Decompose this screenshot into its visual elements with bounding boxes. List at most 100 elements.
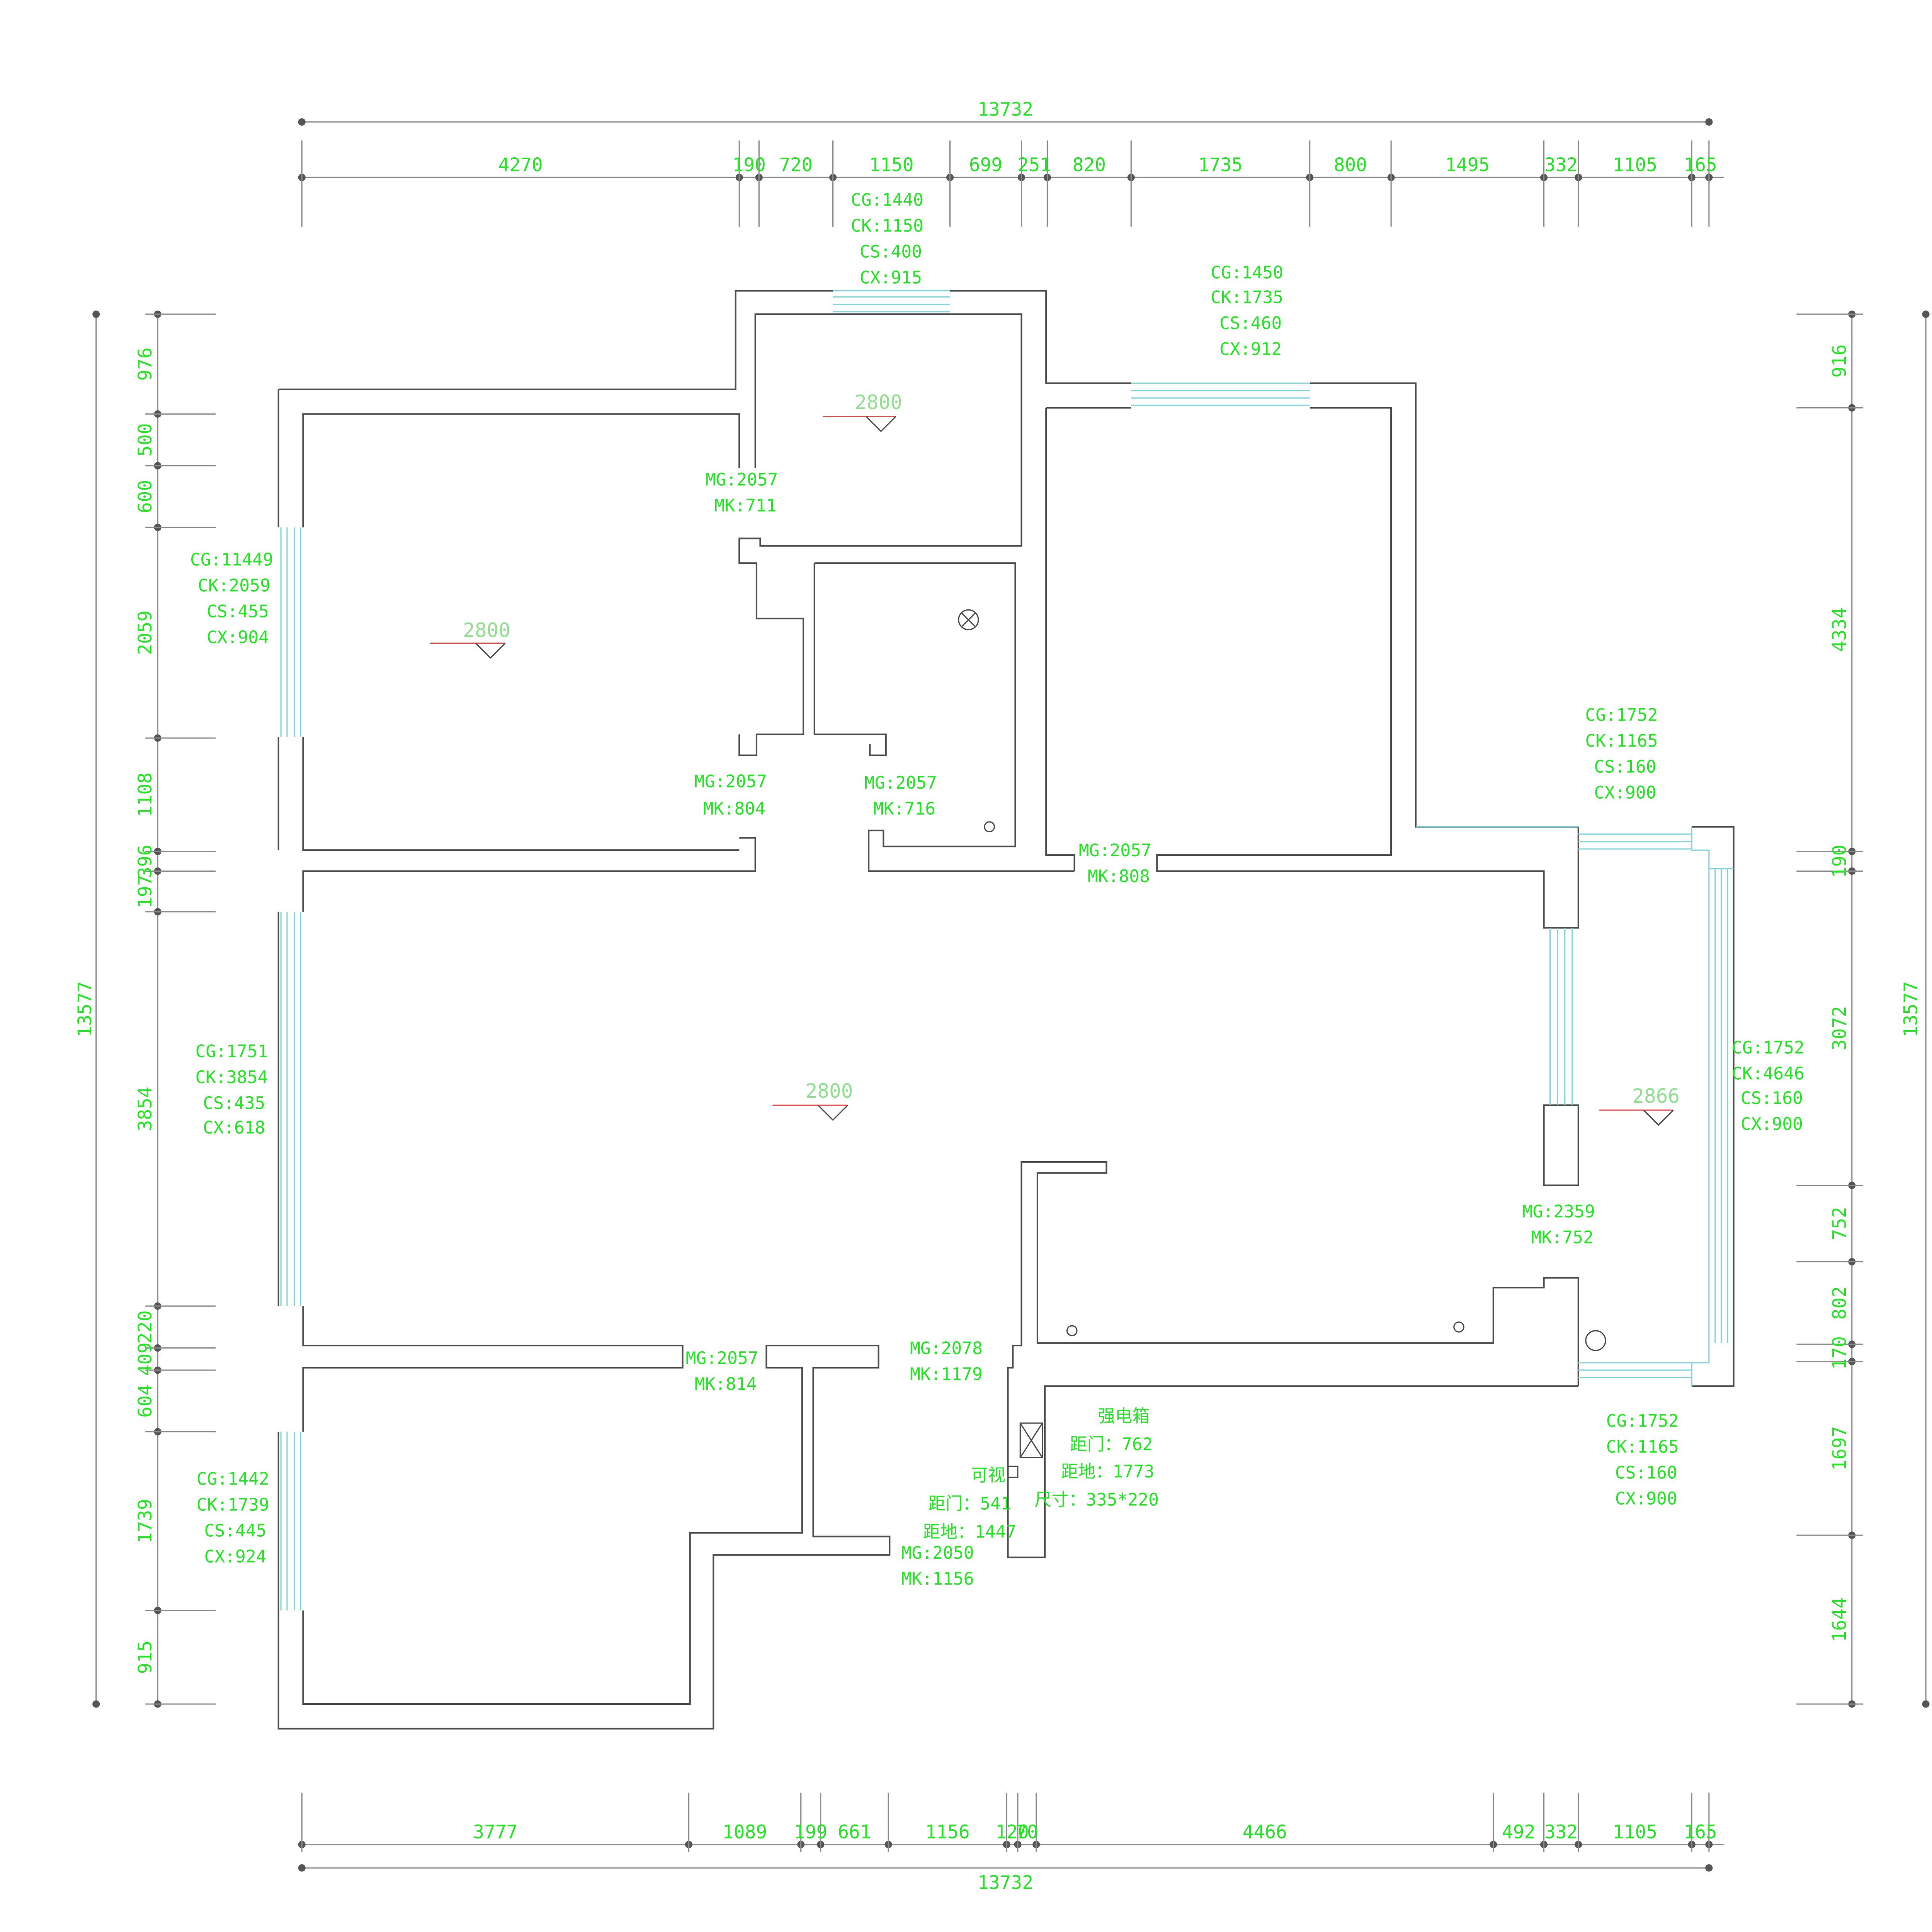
dimension-top-segments-text: 820 (1073, 155, 1106, 176)
ceiling-height-label: 2800 (463, 619, 510, 642)
dimension-right-segments-text: 190 (1829, 845, 1850, 878)
window-label-top-2-cx: CX:912 (1219, 339, 1282, 359)
window-label-balcony-top-cg: CG:1752 (1585, 705, 1658, 725)
window-balcony-top (1415, 826, 1710, 1386)
dimension-top-segments-text: 800 (1334, 155, 1367, 176)
window-top-2 (1131, 383, 1310, 406)
window-label-top-1-cg: CG:1440 (851, 190, 923, 210)
door-label-bathroom-mk: MK:716 (873, 799, 935, 819)
ceiling-markers: 2800 2800 2800 2866 (430, 391, 1680, 1126)
floor-drain-icon (984, 821, 995, 833)
dimension-left-segments-text: 976 (135, 347, 156, 381)
dimension-bottom-total-text: 13732 (978, 1872, 1033, 1893)
bedroom-3-wall (1045, 407, 1579, 929)
window-label-top-1-ck: CK:1150 (851, 216, 923, 236)
dimension-right-total-text: 13577 (1901, 981, 1922, 1037)
door-label-entry-mg: MG:2050 (901, 1543, 974, 1563)
dimension-top-segments-text: 720 (779, 155, 813, 176)
door-label-bathroom-mg: MG:2057 (864, 773, 937, 793)
distribution-box-cross (1019, 1423, 1043, 1458)
dimension-tick (1922, 1700, 1930, 1708)
dimension-bottom-segments-text: 661 (838, 1822, 871, 1843)
bathroom-wall (813, 562, 1075, 872)
window-label-balcony-right-cs: CS:160 (1741, 1088, 1803, 1108)
intercom-title: 可视 (971, 1465, 1005, 1485)
dimension-tick (92, 1700, 100, 1708)
dimension-bottom-segments-text: 492 (1502, 1822, 1535, 1843)
dimension-top-segments-text: 1735 (1198, 155, 1243, 176)
dimension-left-segments-text: 500 (135, 423, 156, 456)
dimension-bottom-segments-text: 70 (1016, 1822, 1038, 1843)
floor-drain-icon (1453, 1321, 1464, 1333)
dimension-left-segments-text: 2059 (135, 611, 156, 655)
dimension-top-segments-text: 251 (1018, 155, 1051, 176)
window-balcony-right (1709, 868, 1734, 1343)
dimension-left-segments-text: 409 (135, 1342, 156, 1376)
dimension-bottom-segments-text: 4466 (1243, 1822, 1287, 1843)
dimension-top-segments-text: 1495 (1445, 155, 1490, 176)
window-label-balcony-top-cs: CS:160 (1594, 757, 1656, 777)
window-label-balcony-top-cx: CX:900 (1594, 782, 1656, 803)
window-label-top-2-cs: CS:460 (1219, 313, 1282, 333)
dimension-left-segments-text: 600 (135, 480, 156, 513)
dimension-tick (298, 118, 306, 126)
dimension-bottom-segments-text: 3777 (473, 1822, 517, 1843)
pipe-icon (1585, 1330, 1606, 1351)
dimension-left-segments-text: 3854 (135, 1087, 156, 1131)
window-label-left-3-cs: CS:445 (204, 1520, 266, 1541)
window-label-left-2-ck: CK:3854 (195, 1067, 268, 1087)
window-label-balcony-bottom-cg: CG:1752 (1606, 1411, 1679, 1431)
floor-drain-icon (1066, 1325, 1078, 1337)
window-label-balcony-bottom-cs: CS:160 (1615, 1463, 1677, 1483)
window-label-left-2-cx: CX:618 (203, 1118, 265, 1138)
dimension-left-segments-text: 396 (135, 845, 156, 878)
dimension-left-segments-text: 915 (135, 1641, 156, 1674)
window-label-balcony-right-cg: CG:1752 (1732, 1037, 1804, 1058)
outer-wall (277, 290, 1735, 1730)
bedroom-2-wall (302, 1306, 684, 1432)
window-label-balcony-bottom-ck: CK:1165 (1606, 1437, 1679, 1457)
window-label-top-2-ck: CK:1735 (1211, 287, 1283, 307)
dimension-right-segments-text: 4334 (1829, 607, 1850, 652)
dimension-top-segments-text: 1150 (869, 155, 913, 176)
dimension-tick (92, 310, 100, 318)
door-label-bedroom-2-mg: MG:2057 (686, 1348, 759, 1368)
door-label-bedroom-3-mg: MG:2057 (1079, 840, 1151, 861)
door-label-bedroom-1-mk: MK:804 (703, 799, 765, 819)
dimension-left-segments-text: 604 (135, 1384, 156, 1417)
dimension-left-segments-text: 1108 (135, 772, 156, 817)
walls (277, 290, 1735, 1730)
intercom-door-distance: 距门：541 (928, 1493, 1011, 1514)
bedroom-1-wall (302, 313, 1022, 912)
dimension-right-segments-text: 916 (1829, 344, 1850, 378)
ceiling-height-label: 2800 (855, 391, 902, 414)
dimension-right-segments-text: 752 (1829, 1207, 1850, 1240)
window-top-1 (833, 290, 950, 313)
ceiling-marker-study: 2800 (823, 391, 902, 432)
door-label-kitchen-mg: MG:2078 (910, 1338, 983, 1358)
door-label-bedroom-2-mk: MK:814 (695, 1374, 757, 1394)
dimension-top-segments-text: 4270 (498, 155, 543, 176)
dimension-bottom-segments-text: 332 (1544, 1822, 1578, 1843)
annotation-labels: CG:1440 CK:1150 CS:400 CX:915 CG:1450 CK… (190, 190, 1804, 1589)
door-label-kitchen-mk: MK:1179 (910, 1364, 983, 1384)
dimension-right-segments-text: 802 (1829, 1286, 1850, 1320)
door-label-study-mk: MK:711 (714, 495, 777, 515)
distribution-box-title: 强电箱 (1098, 1406, 1150, 1426)
ceiling-height-label: 2866 (1632, 1085, 1680, 1108)
windows (280, 290, 1734, 1611)
dimension-left-segments-text: 220 (135, 1310, 156, 1344)
dimension-tick (1705, 1864, 1713, 1872)
balcony-wall (1543, 1104, 1579, 1186)
window-label-left-1-ck: CK:2059 (198, 576, 270, 596)
door-label-balcony-mg: MG:2359 (1522, 1202, 1595, 1222)
intercom-icon (1007, 1466, 1019, 1478)
ceiling-marker-bedroom-1: 2800 (430, 619, 510, 659)
dimension-bottom-segments-text: 1156 (925, 1822, 970, 1843)
ceiling-lamp-cross (961, 612, 976, 628)
dimension-bottom-segments-text: 165 (1684, 1822, 1717, 1843)
window-label-balcony-right-ck: CK:4646 (1732, 1063, 1804, 1083)
